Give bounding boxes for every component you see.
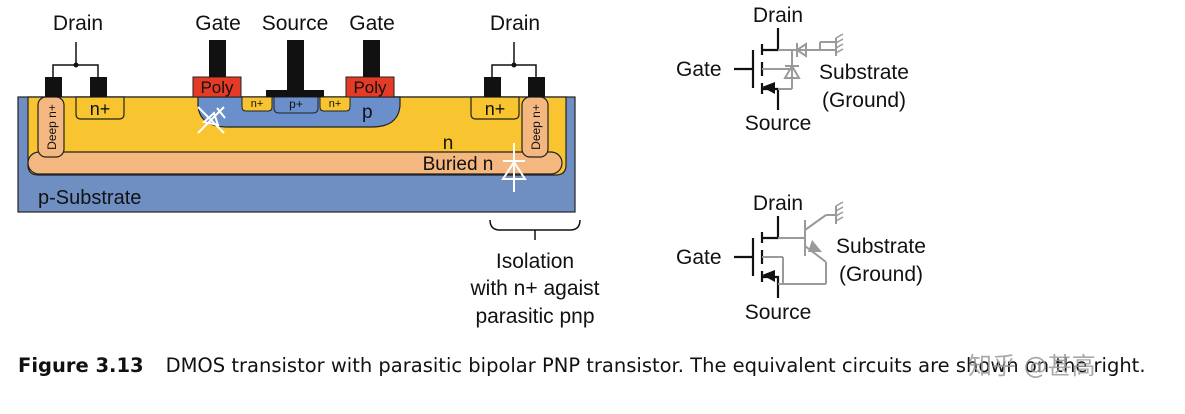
- caption-text: DMOS transistor with parasitic bipolar P…: [165, 354, 1146, 377]
- buried-n-label: Buried n: [423, 154, 494, 175]
- poly-right-label: Poly: [353, 78, 387, 97]
- figure-illustration: Drain Gate Source Gate Drain Poly Poly n…: [17, 4, 926, 328]
- buried-n-region: [27, 151, 563, 175]
- n-plus-source-right-label: n+: [329, 98, 342, 110]
- n-plus-source-right: [319, 96, 351, 112]
- crossed-diode-icon: [197, 106, 226, 134]
- n-plus-drain-right: [470, 96, 520, 120]
- circuit-bottom-drain-label: Drain: [753, 192, 803, 215]
- circuit-top-ground-label: (Ground): [822, 89, 906, 112]
- p-substrate-label: p-Substrate: [38, 187, 141, 209]
- circuit-bottom-ground-label: (Ground): [839, 263, 923, 286]
- isolation-note-line-2: with n+ agaist: [470, 277, 600, 300]
- circuit-top-drain-label: Drain: [753, 4, 803, 27]
- gate-contact-right: [363, 40, 380, 77]
- n-plus-source-left-label: n+: [251, 98, 264, 110]
- watermark: 知乎 @甚高: [968, 352, 1096, 380]
- source-contact-bar: [266, 90, 324, 97]
- drain-contact-left-a: [45, 77, 62, 97]
- drain-contact-right-a: [484, 77, 501, 97]
- p-plus-source: [273, 96, 319, 114]
- n-plus-drain-right-label: n+: [485, 99, 506, 119]
- equivalent-circuit-pnp: Drain Gate Source Substrate (Ground): [676, 192, 926, 324]
- gate-contact-left: [209, 40, 226, 77]
- circuit-bottom-gate-label: Gate: [676, 246, 722, 269]
- deep-n-plus-right-label: Deep n+: [529, 104, 543, 150]
- drain-left-label: Drain: [53, 12, 103, 35]
- circuit-top-gate-label: Gate: [676, 58, 722, 81]
- dmos-cross-section: Drain Gate Source Gate Drain Poly Poly n…: [17, 12, 600, 328]
- gate-right-label: Gate: [349, 12, 395, 35]
- isolation-note-line-3: parasitic pnp: [475, 305, 594, 328]
- source-contact-stem: [287, 40, 304, 92]
- p-plus-source-label: p+: [289, 97, 303, 111]
- circuit-top-source-label: Source: [745, 112, 812, 135]
- drain-right-label: Drain: [490, 12, 540, 35]
- poly-left-label: Poly: [200, 78, 234, 97]
- circuit-top-substrate-label: Substrate: [819, 61, 909, 84]
- n-plus-drain-left: [75, 96, 125, 120]
- n-region-label: n: [443, 133, 454, 154]
- deep-n-plus-left-label: Deep n+: [45, 104, 59, 150]
- isolation-diode-icon: [501, 143, 527, 192]
- n-plus-source-left: [241, 96, 273, 112]
- ground-icon: [835, 201, 844, 222]
- ground-icon: [835, 33, 844, 54]
- circuit-bottom-substrate-label: Substrate: [836, 235, 926, 258]
- circuit-bottom-source-label: Source: [745, 301, 812, 324]
- n-plus-drain-left-label: n+: [90, 99, 111, 119]
- drain-contact-right-b: [528, 77, 545, 97]
- isolation-note-line-1: Isolation: [496, 250, 574, 273]
- p-region-label: p: [362, 102, 373, 123]
- gate-left-label: Gate: [195, 12, 241, 35]
- source-label: Source: [262, 12, 329, 35]
- figure-caption: Figure 3.13 DMOS transistor with parasiti…: [18, 352, 1168, 380]
- equivalent-circuit-diode: Drain Gate Source Substrate (Ground): [676, 4, 909, 135]
- figure-number: Figure 3.13: [18, 354, 144, 377]
- isolation-bracket: [489, 219, 581, 231]
- drain-contact-left-b: [90, 77, 107, 97]
